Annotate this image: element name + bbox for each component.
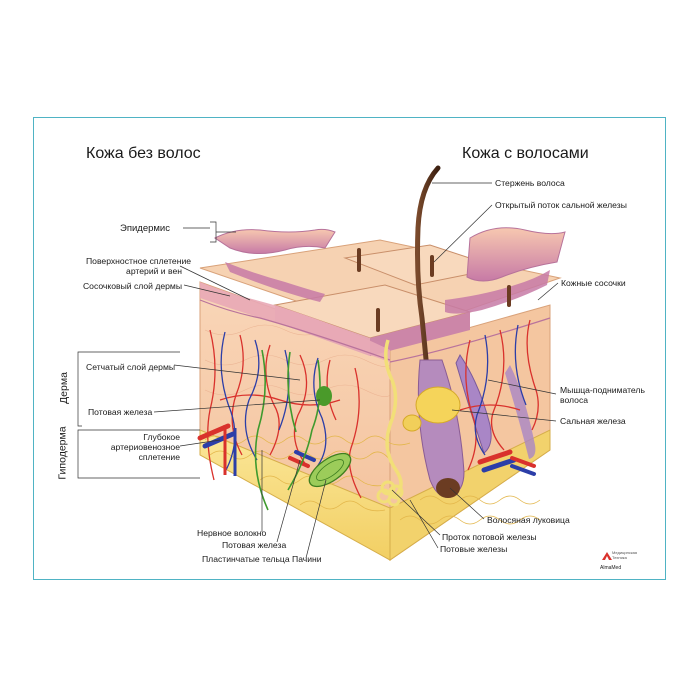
brand-line-2: Техника [612, 555, 627, 560]
brand-name: AlmaMed [600, 565, 622, 571]
title-hairy-skin: Кожа с волосами [462, 145, 589, 162]
veins [220, 324, 527, 473]
sweat-duct [384, 339, 403, 497]
label-nerve-fiber: Нервное волокно [197, 528, 267, 538]
label-sweat-gland-bottom: Потовая железа [222, 540, 287, 550]
label-sebaceous-gland: Сальная железа [560, 416, 626, 426]
brand-line-1: Медицинская [612, 550, 638, 555]
sebaceous-gland [415, 386, 461, 424]
hair-stubs [357, 248, 511, 332]
label-hair-shaft: Стержень волоса [495, 178, 565, 188]
label-deep-plexus-3: сплетение [138, 452, 180, 462]
label-superficial-plexus-2: артерий и вен [126, 266, 182, 276]
label-arrector-2: волоса [560, 395, 589, 405]
nerve-fibers [254, 349, 321, 511]
label-papillary-layer: Сосочковый слой дермы [82, 281, 182, 291]
label-sweat-duct: Проток потовой железы [442, 532, 537, 542]
label-pacinian: Пластинчатые тельца Пачини [202, 554, 322, 564]
label-superficial-plexus-1: Поверхностное сплетение [86, 256, 192, 266]
label-sweat-gland-left: Потовая железа [88, 407, 153, 417]
pacinian-corpuscle [308, 452, 352, 488]
brand-logo: Медицинская Техника [612, 550, 637, 560]
epidermis-block-left-front [370, 312, 470, 356]
label-deep-plexus-1: Глубокое [143, 432, 180, 442]
arteries [207, 319, 539, 499]
brand-logo-icon [602, 552, 612, 560]
label-arrector-1: Мышца-подниматель [560, 385, 645, 395]
leader-lines [77, 182, 559, 559]
label-epidermis: Эпидермис [120, 223, 170, 234]
sweat-gland-coil [376, 480, 404, 507]
label-sebaceous-opening: Открытый поток сальной железы [495, 200, 627, 210]
label-derma: Дерма [57, 372, 70, 404]
arrector-muscle [455, 354, 492, 454]
title-hairless-skin: Кожа без волос [86, 145, 201, 162]
label-hypoderma: Гиподерма [56, 426, 69, 480]
label-reticular-layer: Сетчатый слой дермы [86, 362, 176, 372]
papillary-layer [200, 282, 390, 362]
label-dermal-papillae: Кожные сосочки [561, 278, 626, 288]
label-deep-plexus-2: артериовенозное [110, 442, 180, 452]
sweat-gland-small [316, 386, 332, 406]
epidermis-flap-left [214, 228, 336, 254]
epidermis-flap-right [466, 227, 566, 282]
hair-bulb [436, 478, 460, 498]
label-hair-bulb: Волосяная луковица [487, 515, 570, 525]
label-sweat-glands: Потовые железы [440, 544, 508, 554]
